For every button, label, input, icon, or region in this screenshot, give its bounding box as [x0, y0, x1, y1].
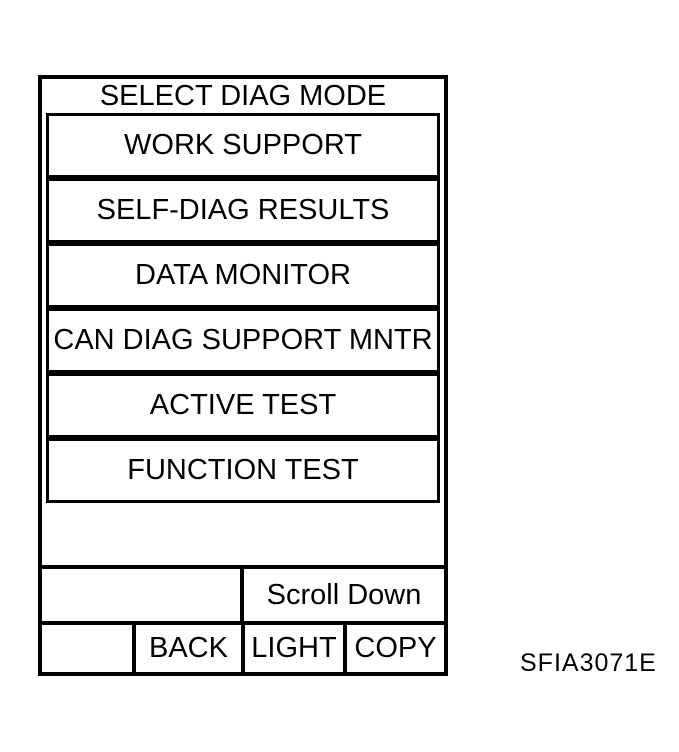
light-button[interactable]: LIGHT: [245, 625, 347, 672]
function-key-row: BACK LIGHT COPY: [42, 621, 444, 672]
menu-item-function-test[interactable]: FUNCTION TEST: [46, 438, 440, 503]
menu-item-work-support[interactable]: WORK SUPPORT: [46, 113, 440, 178]
page-title: SELECT DIAG MODE: [99, 79, 387, 112]
diag-mode-menu: WORK SUPPORT SELF-DIAG RESULTS DATA MONI…: [42, 113, 444, 503]
menu-item-data-monitor[interactable]: DATA MONITOR: [46, 243, 440, 308]
menu-item-self-diag-results[interactable]: SELF-DIAG RESULTS: [46, 178, 440, 243]
menu-item-active-test[interactable]: ACTIVE TEST: [46, 373, 440, 438]
copy-button[interactable]: COPY: [354, 632, 437, 664]
back-button[interactable]: BACK: [136, 625, 245, 672]
menu-item-can-diag-support-mntr[interactable]: CAN DIAG SUPPORT MNTR: [46, 308, 440, 373]
menu-empty-space: [42, 503, 444, 565]
scroll-row-empty-cell: [42, 569, 244, 621]
scroll-down-button[interactable]: Scroll Down: [266, 578, 422, 611]
scroll-row: Scroll Down: [42, 565, 444, 621]
figure-code: SFIA3071E: [520, 649, 657, 677]
bottom-row-empty-cell: [42, 625, 136, 672]
diag-tool-screen: SELECT DIAG MODE WORK SUPPORT SELF-DIAG …: [38, 75, 448, 676]
